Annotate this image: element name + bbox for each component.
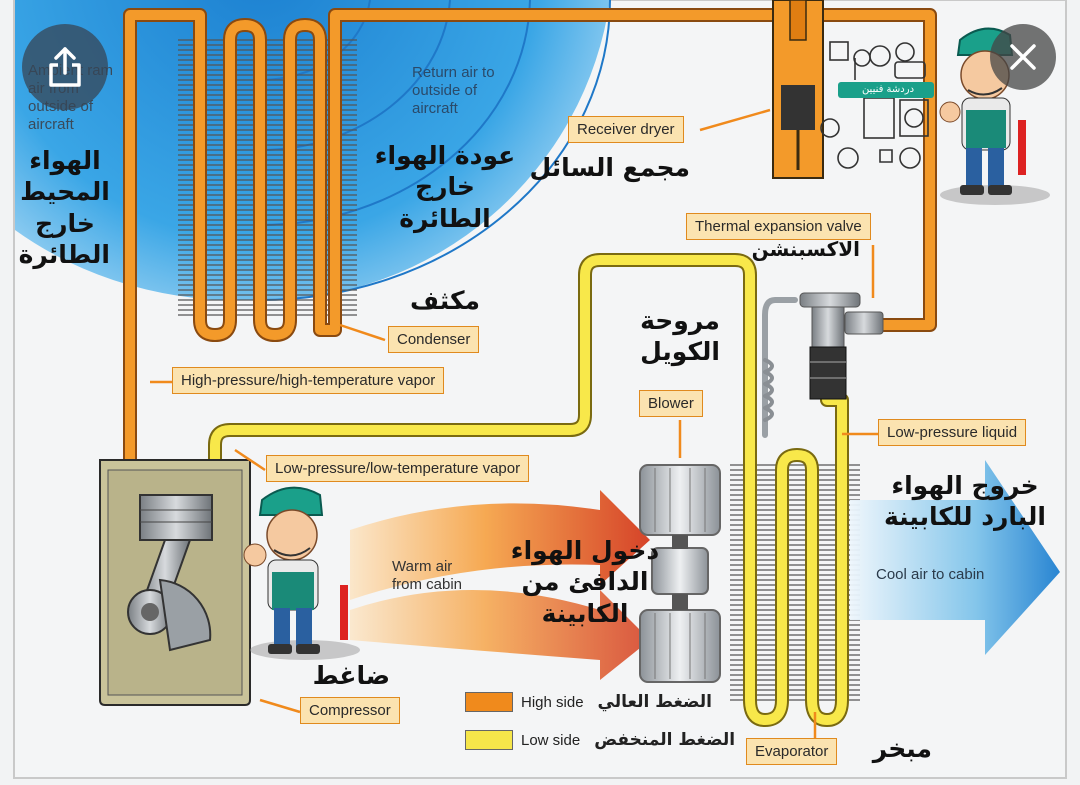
cool-air-arrow	[850, 460, 1060, 655]
compressor-label: Compressor	[300, 697, 400, 724]
cool-air-label: Cool air to cabin	[876, 566, 985, 583]
low-pressure-liquid-label: Low-pressure liquid	[878, 419, 1027, 446]
arabic-receiver-dryer: مجمع السائل	[529, 153, 690, 182]
receiver-dryer	[772, 0, 824, 179]
share-icon	[49, 47, 81, 87]
close-button[interactable]	[990, 24, 1056, 90]
legend-high-label-ar: الضغط العالي	[597, 692, 712, 712]
share-button[interactable]	[22, 24, 108, 110]
condenser-fin-lines	[178, 39, 357, 316]
arabic-compressor: ضاغط	[312, 661, 390, 690]
legend-high-swatch	[465, 692, 513, 712]
callout-arrows	[150, 108, 880, 740]
receiver-dryer-label: Receiver dryer	[568, 116, 684, 143]
technician-mascot-center	[243, 486, 360, 660]
condenser-label: Condenser	[388, 326, 480, 353]
arabic-return-air: عودة الهواء خارج الطائرة	[374, 141, 516, 233]
legend-low-swatch	[465, 730, 513, 750]
blower-fans	[639, 464, 721, 683]
high-pressure-vapor-label: High-pressure/high-temperature vapor	[172, 367, 445, 394]
warm-air-arrows	[350, 490, 650, 680]
thermal-expansion-valve-label: Thermal expansion valve	[686, 213, 871, 240]
legend-high-label: High side	[521, 693, 584, 711]
legend-high-side: High side الضغط العالي	[465, 692, 712, 712]
close-icon	[1010, 44, 1036, 70]
return-air-label: Return air to outside of aircraft	[412, 64, 495, 117]
brand-badge-text: دردشة فنيين	[861, 84, 915, 95]
legend-low-side: Low side الضغط المنخفض	[465, 730, 735, 750]
arabic-cool-air: خروج الهواء البارد للكابينة	[884, 471, 1046, 532]
compressor	[99, 459, 251, 706]
evaporator-label: Evaporator	[746, 738, 838, 765]
thermal-expansion-valve	[799, 292, 884, 400]
arabic-ambient: الهواء المحيط خارج الطائرة	[18, 146, 110, 269]
legend-low-label: Low side	[521, 731, 581, 749]
legend-low-label-ar: الضغط المنخفض	[594, 730, 736, 750]
warm-air-label: Warm air from cabin	[392, 558, 463, 593]
blower-label: Blower	[639, 390, 703, 417]
arabic-condenser: مكثف	[410, 286, 480, 315]
arabic-evaporator: مبخر	[872, 734, 932, 763]
low-pressure-vapor-label: Low-pressure/low-temperature vapor	[266, 455, 530, 482]
arabic-expansion-valve: الاكسبنشن	[751, 237, 860, 261]
arabic-blower: مروحة الكويل	[640, 306, 720, 367]
brand-badge	[838, 82, 934, 98]
arabic-warm-air: دخول الهواء الدافئ من الكابينة	[510, 536, 660, 628]
